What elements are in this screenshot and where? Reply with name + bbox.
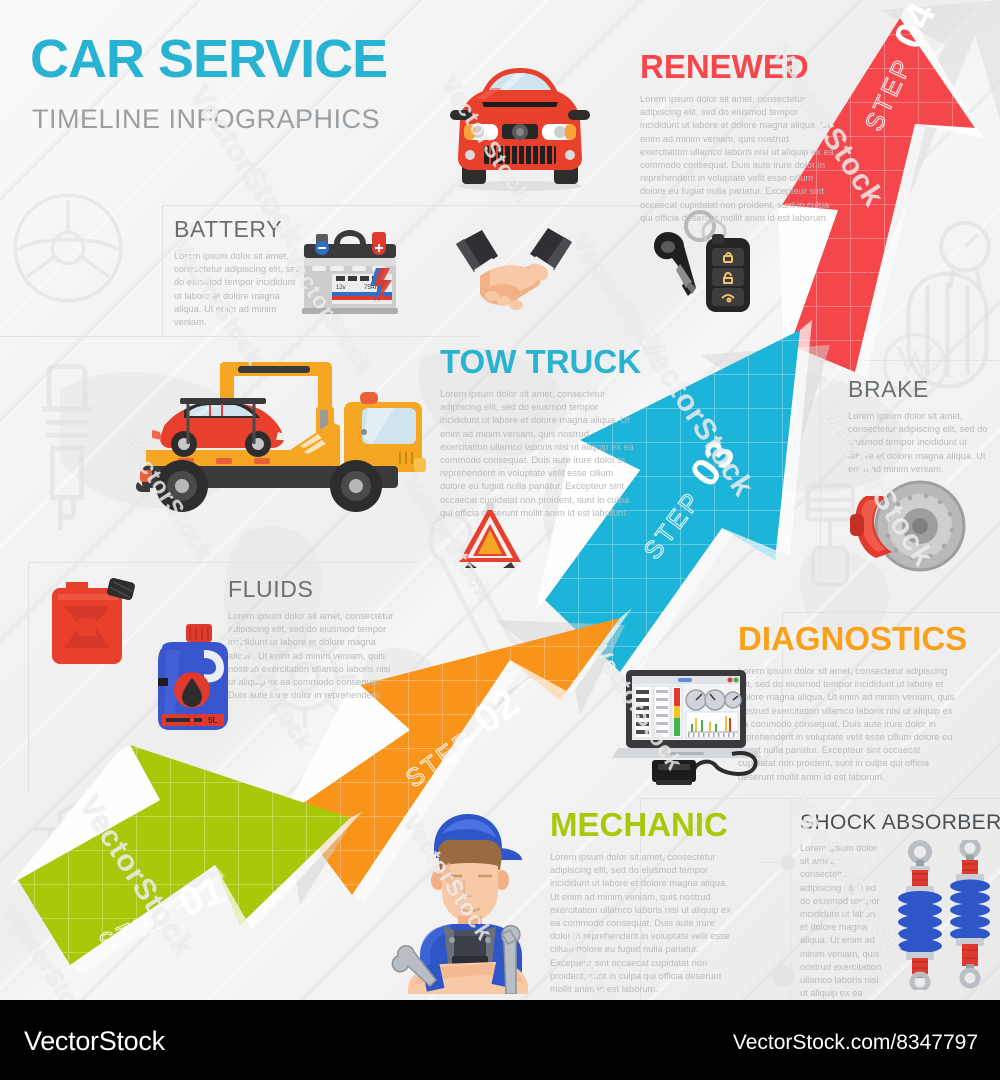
battery-capacity-label: 75Ah	[364, 285, 378, 291]
step-03-blue-arrow	[536, 320, 830, 682]
section-battery-heading: BATTERY	[174, 216, 283, 242]
red-car-front-icon	[450, 68, 590, 191]
step-02-orange-arrow	[280, 608, 632, 905]
section-tow-truck-body: Lorem ipsum dolor sit amet, consectetur …	[440, 389, 634, 518]
step-arrows	[8, 0, 1000, 975]
battery-voltage-label: 12v	[336, 285, 346, 291]
footer-url: VectorStock.com/8347797	[732, 1031, 978, 1054]
section-brake: BRAKE Lorem ipsum dolor sit amet, consec…	[848, 378, 998, 476]
section-renewed: RENEWED Lorem ipsum dolor sit amet, cons…	[640, 50, 850, 225]
section-shock-absorber: SHOCK ABSORBER Lorem ipsum dolor sit ame…	[800, 811, 1000, 1000]
section-fluids: FLUIDS Lorem ipsum dolor sit amet, conse…	[228, 578, 403, 702]
section-mechanic-body: Lorem ipsum dolor sit amet, consectetur …	[550, 852, 731, 994]
section-shock-absorber-body: Lorem ipsum dolor sit amet, consectetur …	[800, 843, 882, 999]
divider-shock-left	[790, 798, 791, 998]
section-tow-truck-heading: TOW TRUCK	[440, 343, 642, 380]
divider-diag-top	[782, 612, 1000, 613]
section-diagnostics-body: Lorem ipsum dolor sit amet, consectetur …	[738, 666, 955, 782]
ghost-steering-wheel-icon	[13, 193, 123, 303]
divider-mechanic-line	[640, 798, 641, 998]
node-dot-2	[772, 965, 794, 987]
section-battery-body: Lorem ipsum dolor sit amet, consectetur …	[174, 251, 301, 327]
ghost-piston-icon	[805, 483, 855, 587]
brake-disc-icon	[850, 480, 966, 572]
ghost-gear-icon	[254, 626, 356, 728]
step-04-red-arrow	[778, 0, 1000, 378]
section-brake-heading: BRAKE	[848, 376, 929, 402]
ghost-vw-logo-icon	[882, 332, 948, 399]
footer-bar: VectorStock VectorStock.com/8347797	[0, 1000, 1000, 1080]
section-renewed-body: Lorem ipsum dolor sit amet, consectetur …	[640, 94, 834, 223]
divider-diag-left	[782, 612, 783, 782]
node-dot-3	[780, 910, 792, 922]
car-keys-icon	[654, 210, 750, 312]
oil-bottle-icon: 5L	[158, 624, 228, 730]
handshake-icon	[456, 228, 572, 310]
divider-node-a	[757, 862, 781, 863]
section-battery: BATTERY Lorem ipsum dolor sit amet, cons…	[174, 218, 334, 329]
divider-battery-top	[162, 205, 802, 206]
shock-absorber-icon	[898, 840, 990, 990]
divider-brake-top	[820, 360, 1000, 361]
section-fluids-body: Lorem ipsum dolor sit amet, consectetur …	[228, 611, 394, 701]
section-tow-truck: TOW TRUCK Lorem ipsum dolor sit amet, co…	[440, 345, 650, 520]
section-fluids-heading: FLUIDS	[228, 576, 314, 602]
page-title: CAR SERVICE	[30, 29, 388, 89]
section-mechanic: MECHANIC Lorem ipsum dolor sit amet, con…	[550, 808, 745, 996]
section-mechanic-heading: MECHANIC	[550, 806, 728, 843]
car-battery-icon: 12v 75Ah	[302, 230, 398, 314]
obd-connector-icon	[652, 760, 696, 782]
divider-mechanic-top	[640, 798, 790, 799]
laptop-diagnostics-icon	[612, 670, 762, 785]
divider-tow-top	[0, 336, 480, 337]
section-renewed-heading: RENEWED	[640, 48, 809, 85]
light-panel-background: STEP 04 STEP 03 STEP 02 STEP 01 CAR SERV…	[0, 0, 1000, 1000]
section-brake-body: Lorem ipsum dolor sit amet, consectetur …	[848, 411, 988, 474]
red-jerrycan-icon	[52, 578, 135, 664]
page-subtitle: TIMELINE INFOGRAPHICS	[32, 104, 381, 134]
divider-fluids-top	[28, 562, 418, 563]
warning-triangle-icon	[459, 502, 521, 568]
oil-volume-label: 5L	[208, 716, 217, 725]
tow-truck-icon	[135, 362, 426, 512]
footer-brand: VectorStock	[24, 1026, 165, 1056]
section-diagnostics: DIAGNOSTICS Lorem ipsum dolor sit amet, …	[738, 622, 978, 784]
divider-brake-left	[820, 360, 821, 580]
ghost-spark-plug-icon	[42, 364, 92, 531]
ghost-pressure-gauge-icon	[939, 220, 991, 290]
node-dot-1	[780, 855, 795, 870]
section-shock-absorber-heading: SHOCK ABSORBER	[800, 811, 1000, 834]
mechanic-worker-icon	[391, 814, 528, 994]
divider-shock-top	[790, 798, 1000, 799]
divider-fluids-left	[28, 562, 29, 792]
section-diagnostics-heading: DIAGNOSTICS	[738, 620, 968, 657]
step-01-green-arrow	[8, 745, 362, 975]
divider-battery-left	[162, 205, 163, 335]
